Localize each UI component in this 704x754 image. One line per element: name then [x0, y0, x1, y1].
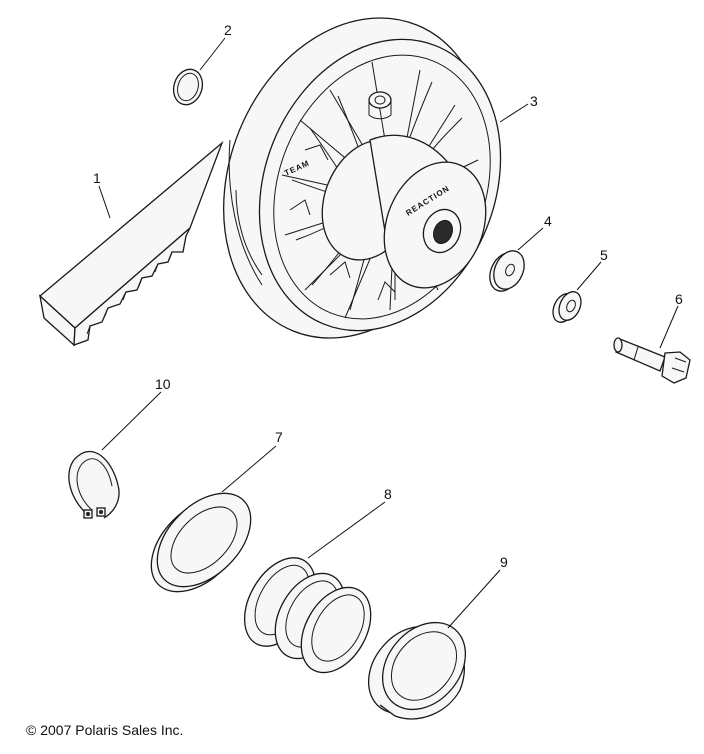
spring-part-8 — [243, 557, 372, 674]
callout-1: 1 — [93, 170, 101, 186]
seal-part-7 — [150, 492, 252, 593]
copyright-notice: © 2007 Polaris Sales Inc. — [26, 722, 184, 738]
callout-5: 5 — [600, 247, 608, 263]
callout-4: 4 — [544, 213, 552, 229]
callout-8: 8 — [384, 486, 392, 502]
callout-3: 3 — [530, 93, 538, 109]
driven-clutch-part-3: REACTION TEAM — [222, 17, 502, 339]
drive-belt-part-1 — [39, 140, 224, 347]
callout-6: 6 — [675, 291, 683, 307]
callout-7: 7 — [275, 429, 283, 445]
leader-lines — [98, 37, 679, 629]
washer-part-4 — [489, 250, 525, 292]
cup-part-9 — [367, 621, 467, 720]
spacer-part-5 — [552, 291, 582, 323]
bolt-part-6 — [613, 337, 691, 384]
callout-10: 10 — [155, 376, 171, 392]
snap-ring-part-10 — [68, 450, 120, 519]
callout-9: 9 — [500, 554, 508, 570]
callout-2: 2 — [224, 22, 232, 38]
small-ring-part-2 — [172, 68, 204, 106]
callout-labels: 1 2 3 4 5 6 7 8 9 10 — [93, 22, 683, 570]
